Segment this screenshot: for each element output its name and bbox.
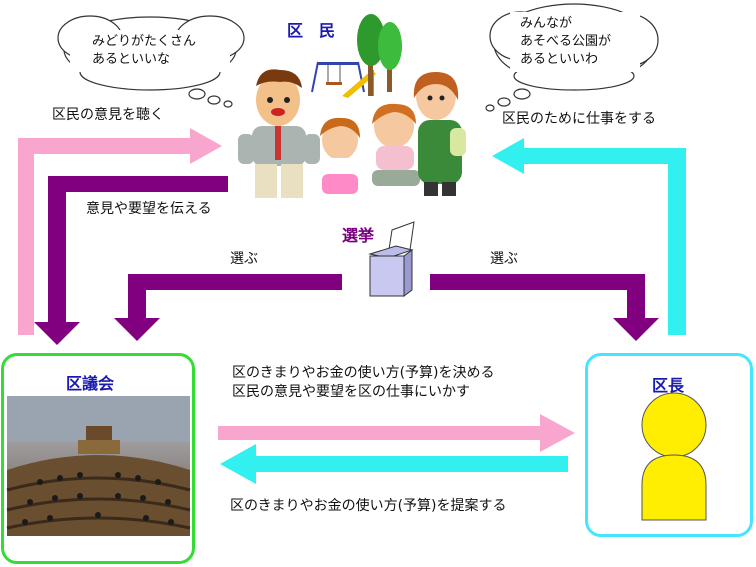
work-for-residents-arrow: [492, 138, 686, 335]
work-for-residents-label: 区民のために仕事をする: [502, 111, 656, 127]
swing-icon: [311, 61, 365, 93]
listen-label: 区民の意見を聴く: [52, 107, 164, 123]
thought-left-line-1: みどりがたくさん: [92, 34, 197, 49]
choose-right-label: 選ぶ: [490, 251, 518, 267]
thought-right-line-1: みんなが: [520, 16, 573, 31]
decide-arrow: [218, 414, 575, 452]
mayor-box: [585, 353, 753, 537]
residents-title: 区 民: [287, 21, 336, 40]
mayor-figure: [641, 392, 707, 521]
family-illustration: [238, 69, 466, 198]
assembly-title: 区議会: [66, 374, 115, 393]
assembly-photo: [6, 396, 191, 536]
tree-icon: [357, 14, 402, 96]
convey-label: 意見や要望を伝える: [86, 201, 212, 217]
election-title: 選挙: [342, 226, 375, 245]
listen-arrow: [18, 128, 222, 335]
choose-assembly-arrow: [114, 274, 342, 341]
decide-label-line-2: 区民の意見や要望を区の仕事にいかす: [232, 384, 470, 400]
decide-label-line-1: 区のきまりやお金の使い方(予算)を決める: [232, 365, 495, 381]
convey-arrow: [34, 176, 228, 345]
thought-left-line-2: あるといいな: [92, 52, 171, 67]
thought-right-line-3: あるといいわ: [520, 52, 599, 67]
assembly-box: [1, 353, 195, 564]
ballot-box-icon: [368, 221, 415, 297]
thought-right-line-2: あそべる公園が: [520, 34, 612, 49]
mayor-title: 区長: [652, 376, 685, 395]
propose-label: 区のきまりやお金の使い方(予算)を提案する: [230, 498, 507, 514]
propose-arrow: [220, 444, 568, 484]
choose-mayor-arrow: [430, 274, 659, 341]
choose-left-label: 選ぶ: [230, 251, 258, 267]
